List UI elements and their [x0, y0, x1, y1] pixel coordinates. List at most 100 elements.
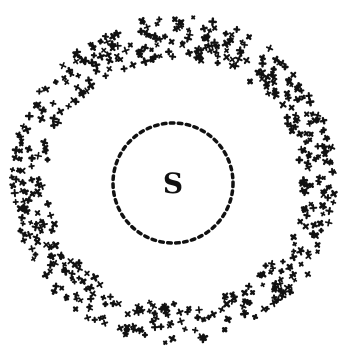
ring-particle	[49, 228, 55, 234]
ring-particle	[242, 56, 251, 65]
ring-particle	[83, 270, 90, 277]
ring-particle	[51, 123, 56, 128]
ring-particle	[92, 318, 96, 322]
ring-particle	[138, 326, 145, 333]
ring-particle	[222, 300, 231, 309]
ring-particle	[283, 64, 288, 69]
ring-particle	[59, 285, 65, 291]
ring-particle	[152, 311, 156, 315]
ring-particle	[288, 289, 293, 294]
ring-particle	[157, 17, 162, 22]
ring-particle	[26, 113, 33, 120]
ring-particle	[201, 35, 206, 40]
ring-particle	[172, 16, 178, 22]
ring-particle	[320, 212, 325, 217]
ring-particle	[177, 318, 185, 326]
ring-particle	[297, 218, 304, 225]
ring-particle	[19, 215, 25, 221]
ring-particle	[73, 280, 76, 283]
ring-particle	[149, 48, 154, 53]
ring-particle	[50, 115, 57, 122]
ring-particle	[124, 310, 132, 318]
ring-particle	[69, 271, 75, 277]
ring-particle	[246, 283, 252, 289]
ring-particle	[330, 190, 338, 198]
ring-particle	[59, 62, 67, 70]
ring-particle	[109, 33, 117, 41]
ring-particle	[278, 276, 284, 282]
ring-particle	[264, 264, 268, 268]
ring-particle	[290, 254, 297, 261]
ring-particle	[261, 283, 265, 287]
ring-particle	[91, 273, 99, 281]
ring-particle	[104, 302, 108, 306]
ring-particle	[260, 61, 266, 67]
ring-particle	[29, 156, 34, 161]
ring-particle	[49, 254, 53, 258]
ring-particle	[28, 220, 33, 225]
ring-particle	[268, 260, 275, 267]
ring-particle	[272, 88, 277, 93]
ring-particle	[10, 167, 15, 172]
ring-particle	[129, 61, 137, 69]
ring-particle	[304, 271, 311, 278]
ring-particle	[157, 36, 163, 42]
ring-particle	[320, 117, 326, 123]
ring-particle	[73, 292, 79, 298]
ring-particle	[142, 44, 148, 50]
ring-particle	[326, 207, 333, 214]
ring-particle	[279, 100, 288, 109]
ring-particle	[186, 306, 192, 312]
ring-particle	[79, 89, 85, 95]
ring-particle	[103, 34, 109, 40]
ring-particle	[29, 164, 34, 169]
ring-particle	[316, 175, 321, 180]
ring-particle	[224, 32, 228, 36]
ring-particle	[25, 146, 31, 152]
ring-particle	[152, 324, 158, 330]
ring-particle	[292, 249, 296, 253]
ring-particle	[73, 306, 79, 312]
ring-particle	[25, 231, 33, 239]
ring-particle	[207, 316, 211, 320]
ring-particle	[240, 303, 247, 310]
ring-particle	[37, 177, 41, 181]
ring-particle	[250, 290, 255, 295]
ring-particle	[154, 42, 159, 47]
ring-particle	[137, 52, 143, 58]
ring-particle	[150, 58, 155, 63]
ring-particle	[29, 177, 35, 183]
ring-particle	[17, 169, 21, 173]
ring-particle	[307, 99, 314, 106]
ring-particle	[297, 130, 304, 137]
ring-particle	[63, 79, 69, 85]
ring-particle	[37, 115, 45, 123]
ring-particle	[272, 67, 276, 71]
ring-particle	[77, 276, 81, 280]
ring-particle	[54, 80, 58, 84]
ring-particle	[311, 221, 318, 228]
ring-particle	[122, 47, 130, 55]
ring-particle	[140, 20, 145, 25]
ring-particle	[315, 249, 320, 254]
ring-particle	[191, 15, 196, 20]
ring-particle	[79, 278, 86, 285]
ring-particle	[10, 183, 16, 189]
ring-particle	[306, 93, 312, 99]
ring-particle	[96, 280, 104, 288]
ring-particle	[111, 301, 116, 306]
ring-particle	[255, 69, 262, 76]
ring-particle	[39, 219, 44, 224]
ring-particle	[207, 28, 212, 33]
ring-particle	[121, 66, 127, 72]
ring-particle	[181, 41, 185, 45]
ring-particle	[29, 246, 36, 253]
ring-particle	[98, 316, 103, 321]
ring-particle	[84, 314, 91, 321]
ring-particle	[176, 308, 184, 316]
ring-particle	[325, 219, 332, 226]
ring-particle	[317, 220, 324, 227]
ring-particle	[170, 54, 176, 60]
ring-particle	[297, 157, 302, 162]
ring-particle	[292, 112, 298, 118]
